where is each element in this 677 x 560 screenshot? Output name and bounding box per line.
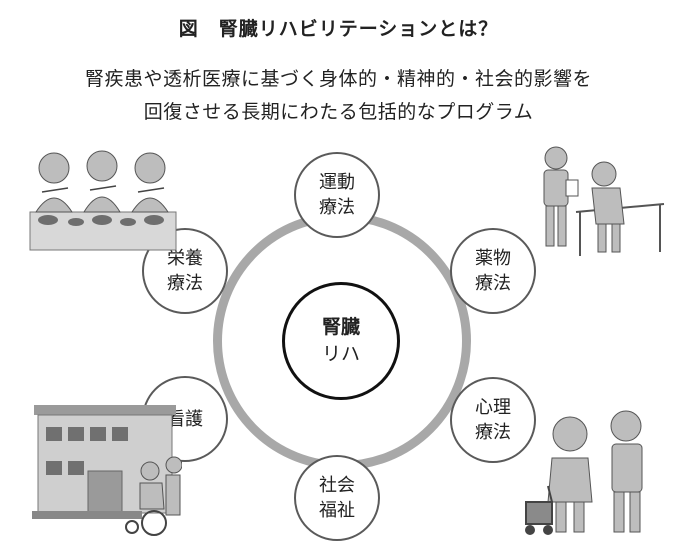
center-line2: リハ	[321, 343, 360, 365]
care-facility-wheelchair-illustration	[32, 405, 182, 536]
node-nutrition-therapy: 栄養 療法	[142, 228, 228, 314]
node-drug-therapy-line2: 療法	[475, 273, 511, 294]
node-drug-therapy-line1: 薬物	[475, 248, 511, 269]
elderly-people-eating-illustration	[29, 150, 177, 251]
elderly-couple-walker-illustration	[525, 410, 643, 535]
node-exercise-therapy-line1: 運動	[319, 172, 355, 193]
node-social-welfare: 社会 福祉	[294, 455, 380, 541]
node-social-welfare-line2: 福祉	[319, 500, 355, 521]
node-psychotherapy: 心理 療法	[450, 377, 536, 463]
subtitle-line-2: 回復させる長期にわたる包括的なプログラム	[143, 101, 534, 123]
node-psychotherapy-line1: 心理	[475, 397, 511, 418]
center-kidney-rehab: 腎臓 リハ	[282, 282, 400, 400]
node-psychotherapy-line2: 療法	[475, 422, 511, 443]
node-nutrition-therapy-line1: 栄養	[167, 248, 203, 269]
figure-title: 図 腎臓リハビリテーションとは？	[178, 18, 499, 40]
node-exercise-therapy: 運動 療法	[294, 152, 380, 238]
center-line1: 腎臓	[321, 316, 360, 338]
node-nutrition-therapy-line2: 療法	[167, 273, 203, 294]
node-drug-therapy: 薬物 療法	[450, 228, 536, 314]
subtitle-line-1: 腎疾患や透析医療に基づく身体的・精神的・社会的影響を	[84, 68, 592, 90]
node-exercise-therapy-line2: 療法	[319, 197, 355, 218]
node-social-welfare-line1: 社会	[319, 475, 355, 496]
walking-rehabilitation-illustration	[543, 146, 665, 256]
